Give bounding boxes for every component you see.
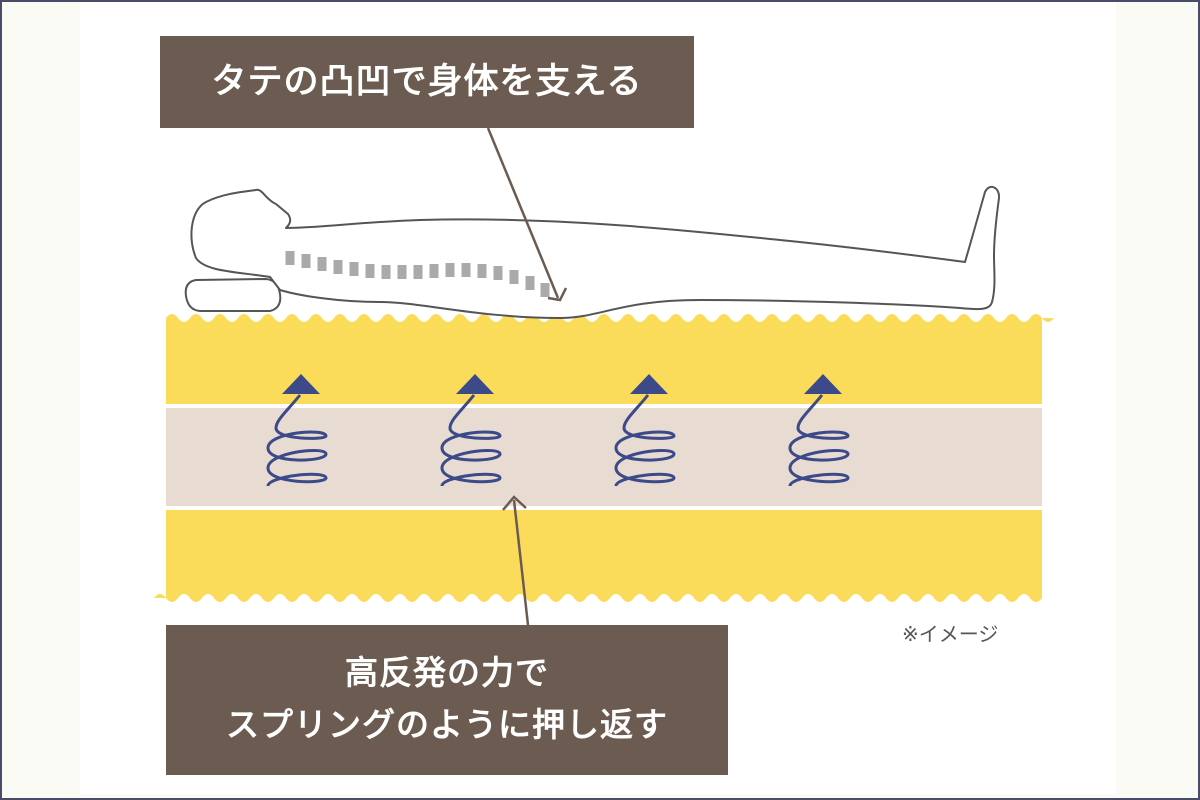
coil-spring-icon [266,394,328,487]
bottom-yellow-layer [154,510,1042,602]
spring-3 [614,374,676,487]
pillow-shape [184,277,282,312]
up-arrow-icon [630,374,668,394]
coil-spring-icon [614,394,676,487]
lying-person-outline [190,185,1001,319]
up-arrow-icon [804,374,842,394]
image-note: ※イメージ [902,622,999,646]
up-arrow-icon [282,374,320,394]
spring-2 [440,374,502,487]
middle-core-layer [166,408,1042,506]
bottom-callout-label: 高反発の力で スプリングのように押し返す [166,625,728,775]
up-arrow-icon [456,374,494,394]
top-yellow-layer [166,314,1054,404]
top-label-pointer [486,127,568,302]
springs [266,374,850,487]
coil-spring-icon [440,394,502,487]
spine-curve-dashes [285,251,550,297]
coil-spring-icon [788,394,850,487]
top-callout-label: タテの凸凹で身体を支える [160,36,694,128]
bottom-label-pointer [502,495,530,626]
bottom-callout-line-2: スプリングのように押し返す [226,705,668,744]
spring-1 [266,374,328,487]
bottom-callout-line-1: 高反発の力で [345,653,549,692]
spring-4 [788,374,850,487]
